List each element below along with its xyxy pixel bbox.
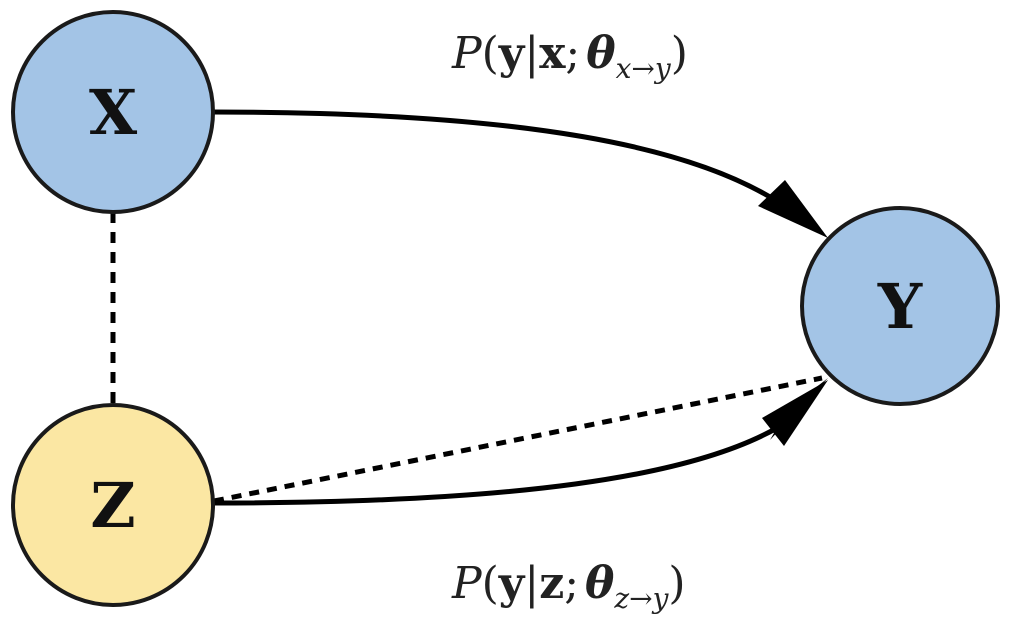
node-y: Y	[800, 206, 1000, 406]
node-x-label: X	[89, 76, 138, 149]
edge-z-to-y-dashed	[213, 375, 823, 504]
node-z: Z	[11, 403, 215, 607]
node-x: X	[11, 10, 215, 214]
node-y-label: Y	[877, 270, 923, 343]
formula-top: P(y|x;θx→y)	[451, 28, 688, 85]
edge-z-to-y	[211, 417, 792, 506]
arrowhead-x-to-y	[758, 180, 828, 238]
node-y-circle	[800, 206, 1000, 406]
formula-bottom: P(y|z;θz→y)	[451, 558, 686, 615]
node-z-circle	[11, 403, 215, 607]
node-z-label: Z	[90, 469, 135, 542]
edge-x-to-y	[211, 109, 792, 213]
node-x-circle	[11, 10, 215, 214]
arrowhead-z-to-y-head	[762, 380, 828, 446]
